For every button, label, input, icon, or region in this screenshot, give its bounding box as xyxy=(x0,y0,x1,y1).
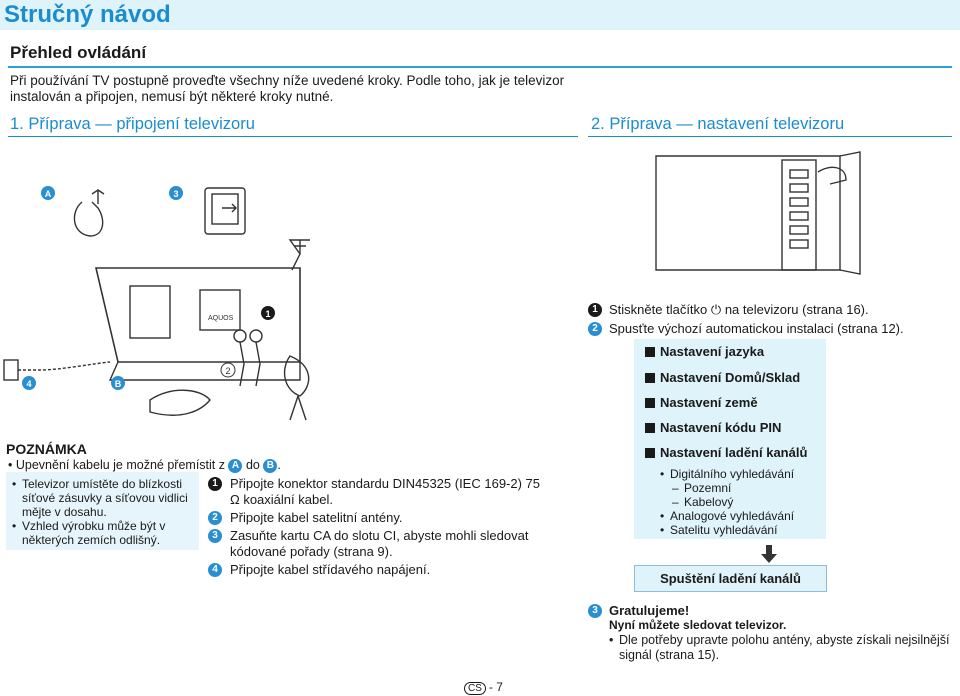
ci-card xyxy=(204,187,246,235)
step2-title: 2. Příprava — nastavení televizoru xyxy=(591,115,845,133)
congrats-title: Gratulujeme! xyxy=(609,603,690,618)
language-badge: CS xyxy=(464,682,486,695)
note-item: Vzhled výrobku může být v některých zemí… xyxy=(10,519,198,547)
start-scan-box: Spuštění ladění kanálů xyxy=(634,565,827,592)
svg-text:B: B xyxy=(115,379,122,389)
svg-text:4: 4 xyxy=(26,379,31,389)
section-title: Přehled ovládání xyxy=(10,43,147,62)
power-icon: ⏻ xyxy=(710,302,722,317)
step2-divider xyxy=(588,136,952,137)
svg-text:1: 1 xyxy=(265,309,270,319)
menu-item-home-store: Nastavení Domů/Sklad xyxy=(645,370,800,386)
search-option: Kabelový xyxy=(660,495,794,509)
arrow-down-icon xyxy=(761,545,777,563)
tv-side-buttons xyxy=(781,159,817,271)
note-item: Televizor umístěte do blízkosti síťové z… xyxy=(10,477,198,519)
note-list: Televizor umístěte do blízkosti síťové z… xyxy=(10,477,198,547)
svg-text:A: A xyxy=(45,189,52,199)
svg-text:AQUOS: AQUOS xyxy=(208,315,234,322)
tv-antenna xyxy=(288,239,310,271)
section-divider xyxy=(8,66,952,68)
power-outlet xyxy=(3,359,19,381)
page-number: - 7 xyxy=(488,680,503,694)
cable-tie-b xyxy=(149,389,211,416)
step1-divider xyxy=(8,136,578,137)
header-bar xyxy=(0,0,960,30)
label-b-badge: B xyxy=(263,458,278,473)
menu-item-pin: Nastavení kódu PIN xyxy=(645,420,781,436)
menu-item-language: Nastavení jazyka xyxy=(645,344,764,360)
intro-paragraph: Při používání TV postupně proveďte všech… xyxy=(10,73,565,104)
congrats-section: 3 Gratulujeme! Nyní můžete sledovat tele… xyxy=(588,603,958,663)
label-a-badge: A xyxy=(228,458,243,473)
channel-search-list: Digitálního vyhledávání Pozemní Kabelový… xyxy=(660,467,794,537)
page-title: Stručný návod xyxy=(4,1,171,28)
satellite-dish xyxy=(283,355,310,397)
congrats-subtitle: Nyní můžete sledovat televizor. xyxy=(609,618,787,632)
search-option: Analogové vyhledávání xyxy=(660,509,794,523)
note-main-text: • Upevnění kabelu je možné přemístit z A… xyxy=(8,458,281,473)
sat-connector xyxy=(249,329,263,343)
tv-connection-illustration: A 3 4 B 1 2 AQUOS xyxy=(3,186,310,421)
search-option: Pozemní xyxy=(660,481,794,495)
search-option: Digitálního vyhledávání xyxy=(660,467,794,481)
cable-tie-a xyxy=(73,201,104,237)
svg-text:2: 2 xyxy=(225,366,230,376)
power-cable xyxy=(18,361,111,371)
tv-screen-frame xyxy=(655,155,841,271)
search-option: Satelitu vyhledávání xyxy=(660,523,794,537)
rf-connector xyxy=(233,329,247,343)
page-footer: CS- 7 xyxy=(464,680,503,695)
tv-front-illustration xyxy=(655,151,861,275)
svg-text:3: 3 xyxy=(173,189,178,199)
hand-pressing-icon xyxy=(817,166,847,185)
note-title: POZNÁMKA xyxy=(6,441,87,457)
congrats-tip: •Dle potřeby upravte polohu antény, abys… xyxy=(609,633,950,662)
menu-item-country: Nastavení země xyxy=(645,395,758,411)
menu-item-channel-setup: Nastavení ladění kanálů xyxy=(645,445,807,461)
step1-title: 1. Příprava — připojení televizoru xyxy=(10,115,255,133)
